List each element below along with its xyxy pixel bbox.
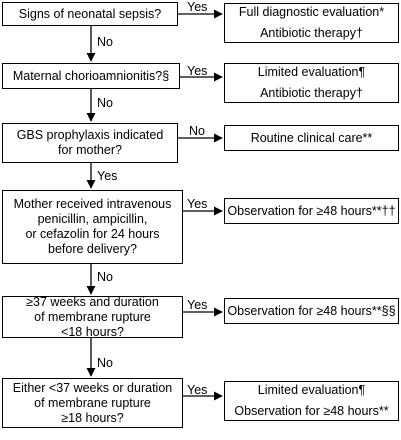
flow-label-yes: Yes (97, 169, 118, 183)
outcome-text: Antibiotic therapy† (260, 26, 363, 40)
decision-text: for mother? (58, 143, 122, 157)
decision-text: of membrane rupture (34, 309, 151, 324)
decision-gbs-prophylaxis: GBS prophylaxis indicated for mother? (2, 123, 178, 163)
decision-text: of membrane rupture (34, 395, 151, 410)
branch-label-no: No (189, 124, 205, 138)
decision-preterm-or-long-rupture: Either <37 weeks or duration of membrane… (2, 378, 183, 428)
decision-text: ≥37 weeks and duration (26, 294, 159, 309)
decision-text: before delivery? (48, 242, 137, 256)
outcome-full-evaluation: Full diagnostic evaluation* Antibiotic t… (224, 3, 399, 43)
flow-label-no: No (97, 96, 113, 110)
outcome-text: Routine clinical care** (250, 130, 373, 145)
outcome-observation-48h-dagger: Observation for ≥48 hours**†† (224, 198, 399, 224)
outcome-observation-48h-section: Observation for ≥48 hours**§§ (224, 298, 399, 324)
decision-text: Signs of neonatal sepsis? (18, 6, 162, 21)
decision-text: Mother received intravenous (13, 197, 172, 211)
decision-chorioamnionitis: Maternal chorioamnionitis?§ (2, 63, 180, 89)
decision-mother-received-antibiotics: Mother received intravenous penicillin, … (2, 190, 183, 264)
flow-label-no: No (97, 35, 113, 49)
branch-label-yes: Yes (187, 197, 208, 211)
outcome-limited-evaluation-antibiotics: Limited evaluation¶ Antibiotic therapy† (224, 63, 399, 103)
outcome-text: Antibiotic therapy† (260, 86, 363, 100)
outcome-text: Limited evaluation¶ (257, 383, 366, 397)
outcome-text: Observation for ≥48 hours**§§ (227, 303, 396, 318)
outcome-routine-care: Routine clinical care** (224, 125, 399, 151)
decision-text: Either <37 weeks or duration (12, 380, 173, 395)
branch-label-yes: Yes (187, 298, 208, 312)
decision-text: ≥18 hours? (61, 410, 124, 425)
decision-text: or cefazolin for 24 hours (25, 227, 160, 241)
decision-text: penicillin, ampicillin, (37, 212, 148, 226)
decision-text: <18 hours? (61, 324, 124, 339)
outcome-text: Limited evaluation¶ (257, 65, 366, 79)
decision-neonatal-sepsis: Signs of neonatal sepsis? (2, 2, 178, 26)
decision-text: Maternal chorioamnionitis?§ (12, 68, 170, 83)
outcome-text: Full diagnostic evaluation* (238, 5, 385, 19)
flow-label-no: No (97, 356, 113, 370)
decision-37-weeks-short-rupture: ≥37 weeks and duration of membrane ruptu… (2, 294, 183, 339)
outcome-text: Observation for ≥48 hours**†† (227, 203, 396, 218)
decision-text: GBS prophylaxis indicated (16, 128, 164, 142)
flow-label-no: No (97, 270, 113, 284)
outcome-text: Observation for ≥48 hours** (234, 404, 389, 418)
branch-label-yes: Yes (187, 0, 208, 14)
branch-label-yes: Yes (187, 383, 208, 397)
outcome-limited-evaluation-observation: Limited evaluation¶ Observation for ≥48 … (224, 381, 399, 421)
branch-label-yes: Yes (187, 64, 208, 78)
